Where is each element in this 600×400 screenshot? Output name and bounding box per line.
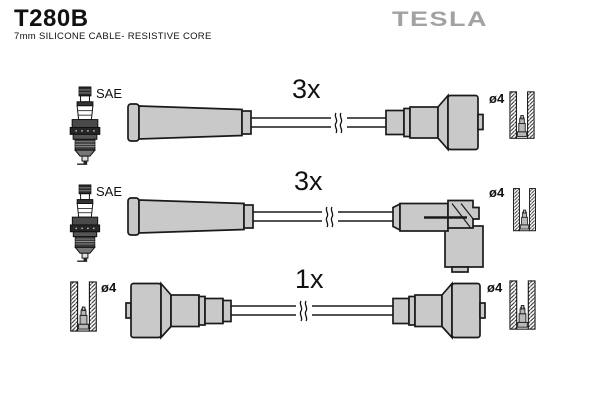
quantity-label: 1x — [295, 264, 324, 294]
cable-line — [251, 117, 386, 128]
spark-plug-boot — [127, 197, 254, 236]
tesla-logo: TESLA — [392, 7, 489, 31]
quantity-label: 3x — [292, 74, 321, 104]
cable-break-gap — [322, 207, 338, 226]
sae-label: SAE — [96, 86, 122, 101]
row-1-cable-assembly: SAE 3x ø — [69, 74, 535, 165]
part-number-title: T280B — [14, 5, 89, 32]
terminal-sleeve-icon — [509, 280, 536, 330]
distributor-boot-straight-left — [125, 281, 232, 340]
row-3-cable-assembly: ø4 1x — [70, 264, 536, 340]
sae-label: SAE — [96, 184, 122, 199]
quantity-label: 3x — [294, 166, 323, 196]
terminal-sleeve-icon — [509, 91, 535, 139]
diameter-label: ø4 — [489, 185, 505, 200]
row-2-cable-assembly: SAE 3x — [69, 166, 536, 273]
diameter-label: ø4 — [489, 91, 505, 106]
spark-plug-boot — [127, 103, 252, 142]
terminal-sleeve-icon — [513, 188, 536, 232]
distributor-boot-straight — [385, 93, 484, 152]
cable-break-gap — [296, 301, 312, 320]
diameter-label: ø4 — [487, 280, 503, 295]
distributor-boot-angled — [392, 199, 484, 273]
cable-break-gap — [331, 113, 347, 132]
diameter-label: ø4 — [101, 280, 117, 295]
part-description: 7mm SILICONE CABLE- RESISTIVE CORE — [14, 31, 212, 42]
terminal-sleeve-icon — [70, 281, 97, 332]
distributor-boot-straight-right — [392, 281, 486, 340]
